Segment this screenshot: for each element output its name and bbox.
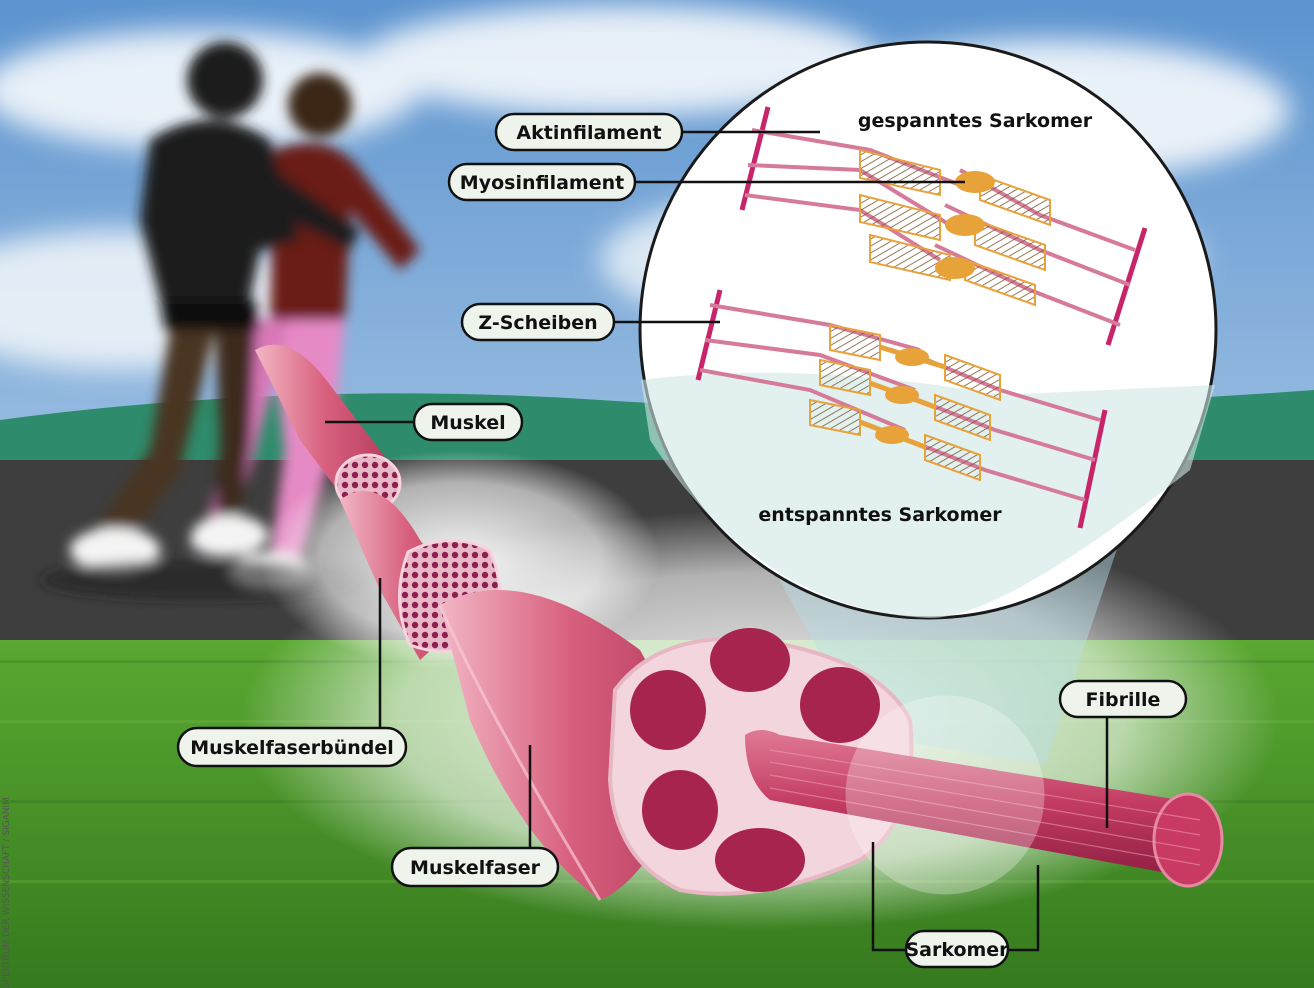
image-credit: SPEKTRUM DER WISSENSCHAFT / SIGANIM xyxy=(2,797,12,988)
label-sarkomer: Sarkomer xyxy=(905,931,1009,967)
sarkomer-text: Sarkomer xyxy=(905,939,1009,961)
myosinfilament-text: Myosinfilament xyxy=(460,172,624,194)
fibrille-text: Fibrille xyxy=(1086,689,1161,711)
label-z-scheiben: Z-Scheiben xyxy=(462,304,614,340)
label-muskelfaserbuendel: Muskelfaserbündel xyxy=(178,728,406,766)
relaxed-sarcomere-caption: entspanntes Sarkomer xyxy=(758,504,1002,526)
muskel-text: Muskel xyxy=(430,412,505,434)
label-myosinfilament: Myosinfilament xyxy=(449,164,635,200)
label-muskel: Muskel xyxy=(414,404,522,440)
fibril-end xyxy=(1154,794,1222,886)
sarkomer-magnifier-ring xyxy=(847,697,1043,893)
label-muskelfaser: Muskelfaser xyxy=(392,848,558,886)
muskelfaserbuendel-text: Muskelfaserbündel xyxy=(190,737,394,759)
sarcomere-magnification: gespanntes Sarkomer entspanntes Sarkomer xyxy=(640,42,1216,618)
label-fibrille: Fibrille xyxy=(1060,681,1186,717)
label-aktinfilament: Aktinfilament xyxy=(496,114,682,150)
aktinfilament-text: Aktinfilament xyxy=(516,122,661,144)
muskelfaser-text: Muskelfaser xyxy=(410,857,541,879)
tensed-sarcomere-caption: gespanntes Sarkomer xyxy=(858,110,1093,132)
z-scheiben-text: Z-Scheiben xyxy=(478,312,597,334)
